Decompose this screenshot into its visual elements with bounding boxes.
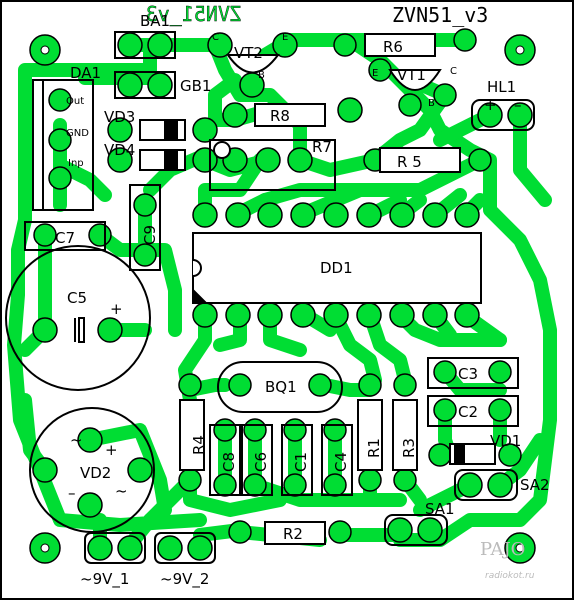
label-9v-2: ~9V_2: [160, 570, 209, 589]
label-c1: C1: [292, 452, 310, 472]
label-c2: C2: [458, 403, 478, 421]
label-da1: DA1: [70, 64, 101, 82]
label-c9: C9: [141, 225, 159, 245]
label-vd2: VD2: [80, 464, 111, 482]
label-dd1: DD1: [320, 259, 353, 277]
label-vd3: VD3: [104, 108, 135, 126]
silkscreen: [5, 31, 535, 564]
label-vd2-ac1: ~: [70, 431, 83, 449]
label-9v-1: ~9V_1: [80, 570, 129, 589]
label-da1-inp: Inp: [68, 158, 84, 169]
label-c5-plus: +: [110, 300, 123, 318]
pads: [29, 28, 536, 564]
label-r7: R7: [312, 138, 332, 156]
label-da1-gnd: GND: [66, 128, 89, 139]
label-vt1-e: E: [372, 68, 378, 79]
label-r4: R4: [190, 435, 208, 455]
label-sa1: SA1: [425, 500, 455, 518]
label-r1: R1: [365, 438, 383, 458]
label-r2: R2: [283, 525, 303, 543]
label-vd4: VD4: [104, 141, 135, 159]
label-sa2: SA2: [520, 476, 550, 494]
label-r3: R3: [400, 438, 418, 458]
label-c7: C7: [55, 229, 75, 247]
label-vd2-minus: –: [68, 484, 76, 502]
label-vt2-b: B: [258, 70, 265, 81]
label-gb1: GB1: [180, 77, 211, 95]
drill-holes: [40, 45, 525, 553]
label-vd1: VD1: [490, 432, 521, 450]
label-r8: R8: [270, 107, 290, 125]
label-bq1: BQ1: [265, 378, 297, 396]
watermark-logo: PAJO: [480, 539, 525, 560]
label-vt1: VT1: [397, 66, 426, 84]
label-c3: C3: [458, 365, 478, 383]
label-r5: R 5: [397, 153, 422, 171]
label-vt2: VT2: [234, 44, 263, 62]
label-c6: C6: [252, 452, 270, 472]
label-r6: R6: [383, 38, 403, 56]
label-vt2-e: E: [282, 32, 288, 43]
label-vt1-b: B: [428, 98, 435, 109]
board-title: ZVN51_v3: [392, 3, 488, 27]
mirror-title: ZVN51_v3: [146, 2, 242, 26]
label-ba1: BA1: [140, 12, 170, 30]
label-c5: C5: [67, 289, 87, 307]
label-vd2-ac2: ~: [115, 482, 128, 500]
watermark-url: radiokot.ru: [485, 571, 535, 581]
label-vt2-c: C: [212, 32, 219, 43]
label-hl1: HL1: [487, 78, 516, 96]
label-vt1-c: C: [450, 66, 457, 77]
label-da1-out: Out: [66, 96, 84, 107]
label-c4: C4: [332, 452, 350, 472]
label-vd2-plus: +: [105, 441, 118, 459]
label-hl1-minus: –: [514, 96, 522, 114]
label-hl1-plus: +: [484, 96, 497, 114]
label-c8: C8: [220, 452, 238, 472]
